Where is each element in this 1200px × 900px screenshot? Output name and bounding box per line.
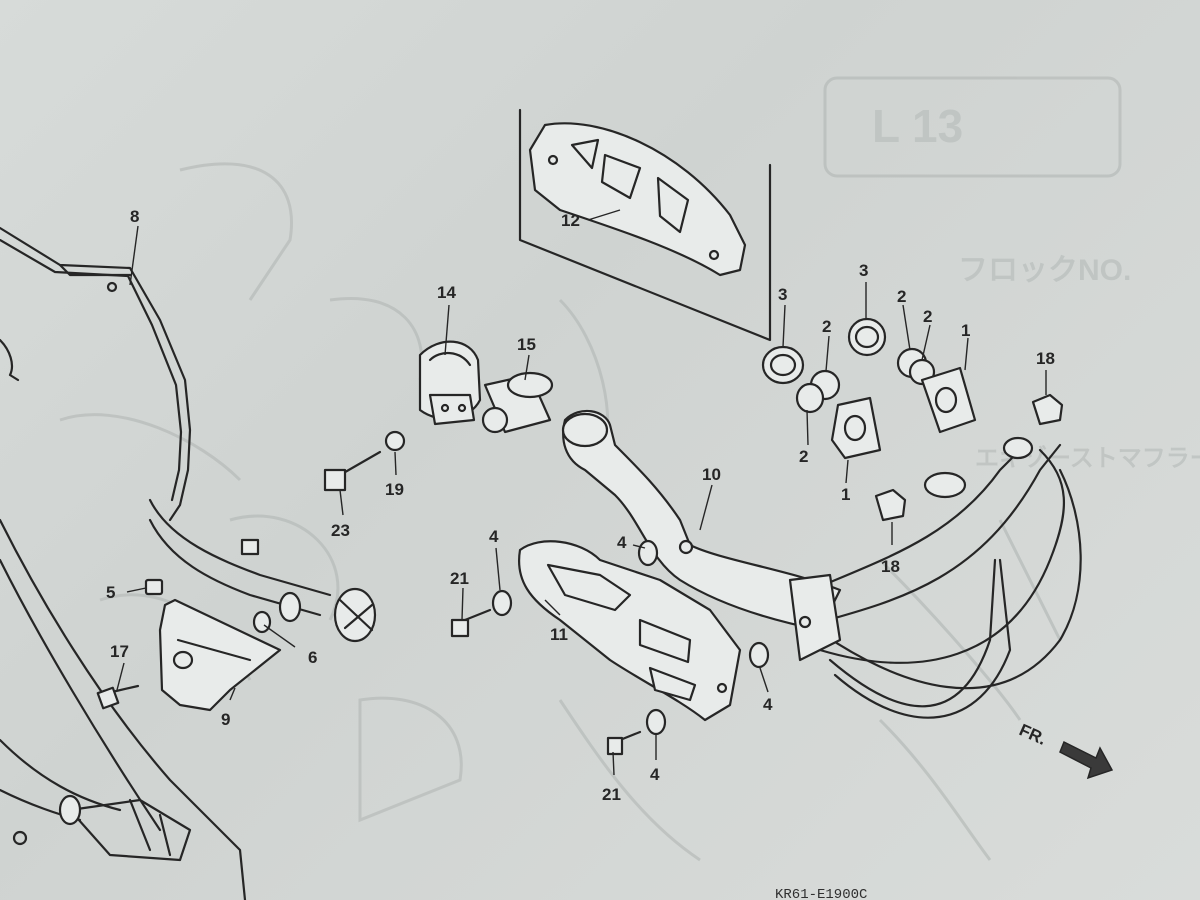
callout-21b: 21: [602, 785, 621, 804]
callout-14: 14: [437, 283, 456, 302]
bleed-jp-line-1: フロックNO.: [958, 254, 1131, 287]
callout-23: 23: [331, 521, 350, 540]
page-tab-outline: [823, 76, 1122, 178]
part-1-flange-a: [830, 396, 882, 460]
part-15-collar: [481, 371, 554, 434]
part-4-washer-a: [491, 589, 513, 617]
part-23-bolt: [323, 450, 382, 492]
part-2-collar-b: [896, 347, 936, 386]
part-9-heat-shield: [158, 598, 282, 712]
part-21-bolt-b: [606, 730, 642, 756]
part-14-clamp: [418, 340, 482, 426]
part-4-washer-d: [645, 708, 667, 736]
callout-6: 6: [308, 648, 317, 667]
part-19-washer: [384, 430, 406, 452]
part-8-mount-hole: [106, 281, 118, 293]
callout-18a: 18: [1036, 349, 1055, 368]
callout-18b: 18: [881, 557, 900, 576]
callout-4a: 4: [489, 527, 499, 546]
page-tab-text: L 13: [872, 100, 963, 152]
callout-1a: 1: [961, 321, 970, 340]
part-2-collar-a: [795, 369, 841, 414]
drawing-code: KR61-E1900C: [775, 887, 867, 900]
callout-3b: 3: [859, 261, 868, 280]
part-4-washer-c: [748, 641, 770, 669]
part-12-heat-protector: [518, 108, 772, 342]
part-8-bracket: [240, 538, 260, 556]
part-18-cap-nut-b: [874, 488, 907, 522]
callout-5: 5: [106, 583, 115, 602]
callout-15: 15: [517, 335, 536, 354]
part-3-gasket-a: [761, 345, 805, 385]
leader-lines: [116, 209, 1047, 776]
callout-1b: 1: [841, 485, 850, 504]
callout-9: 9: [221, 710, 230, 729]
callout-4c: 4: [763, 695, 773, 714]
callout-3a: 3: [778, 285, 787, 304]
callout-2c: 2: [923, 307, 932, 326]
part-4-washer-b: [637, 539, 659, 567]
callout-2d: 2: [799, 447, 808, 466]
part-5-nut: [144, 578, 164, 596]
part-1-flange-b: [920, 366, 977, 434]
callout-19: 19: [385, 480, 404, 499]
front-arrow-icon: [1059, 740, 1114, 780]
callout-2a: 2: [822, 317, 831, 336]
part-3-gasket-b: [847, 317, 887, 357]
callout-2b: 2: [897, 287, 906, 306]
callout-11: 11: [550, 625, 568, 644]
callout-21a: 21: [450, 569, 469, 588]
direction-label: FR.: [1016, 720, 1049, 748]
part-17-bolt: [96, 684, 140, 710]
callout-4b: 4: [617, 533, 627, 552]
part-8-muffler: [0, 226, 332, 900]
callout-12: 12: [561, 211, 580, 230]
front-direction-indicator: FR.: [1016, 720, 1114, 780]
part-8-lower-fastener: [12, 830, 28, 846]
callout-4d: 4: [650, 765, 660, 784]
callout-17: 17: [110, 642, 129, 661]
part-21-bolt-a: [450, 608, 492, 638]
part-11-lower-shield: [517, 540, 742, 722]
callout-10: 10: [702, 465, 721, 484]
callout-labels: 8 12 14 15 3 3 2 2 2 2 1 1 18 18 10 19 2…: [106, 207, 1055, 804]
part-6-pipe-joint: [252, 587, 377, 643]
part-8-lower-collar: [58, 794, 82, 826]
callout-8: 8: [130, 207, 139, 226]
part-10-exhaust-header: [561, 409, 1082, 719]
part-18-cap-nut-a: [1031, 393, 1064, 426]
